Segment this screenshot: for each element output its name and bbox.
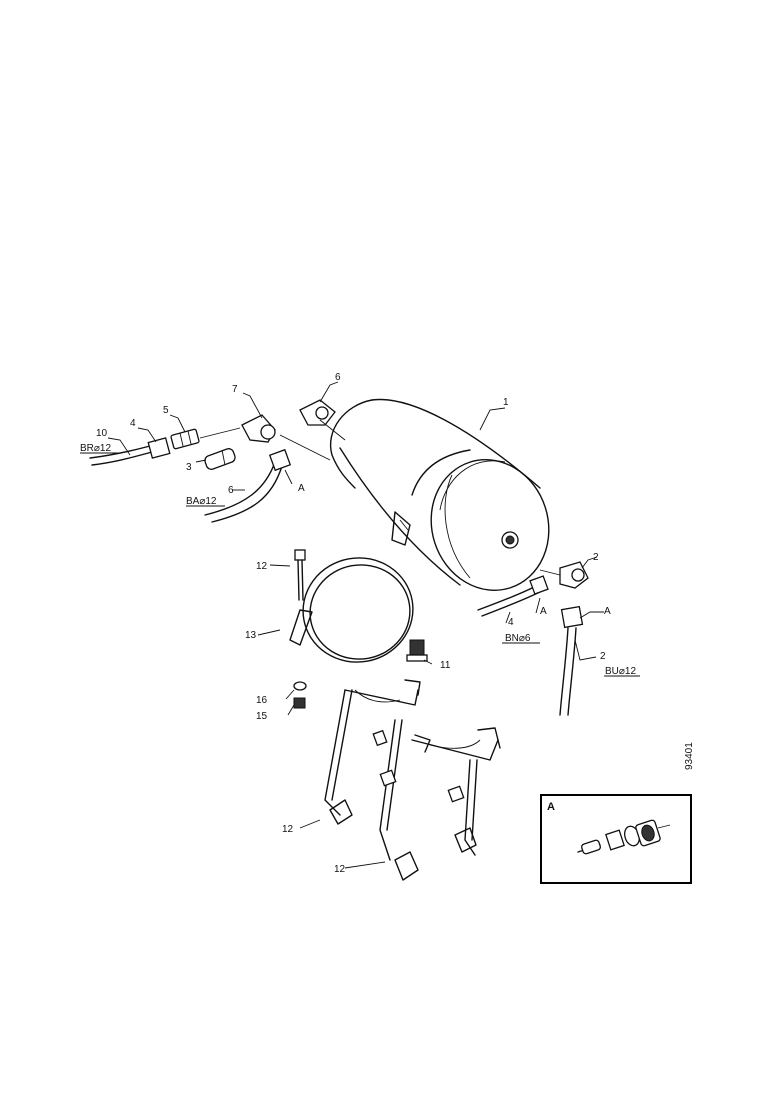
label-part-6-left: 6 [228,485,234,496]
detail-title: A [547,801,555,813]
detail-a-box: A [540,794,692,884]
pipe-br12 [89,445,153,466]
label-part-12-right: 12 [334,864,346,875]
label-part-4-left: 4 [130,418,136,429]
label-part-10: 10 [96,428,108,439]
fitting-part-2-lower [560,605,584,629]
label-part-16: 16 [256,695,268,706]
tension-band [289,557,414,663]
drain-valve-part-11 [406,639,428,662]
mounting-bracket-right [411,727,501,856]
label-part-2-upper: 2 [593,552,599,563]
detail-fittings [577,819,671,855]
label-part-5: 5 [163,405,169,416]
drain-plug [501,531,519,549]
drawing-reference-number: 93401 [684,742,695,770]
label-part-7: 7 [232,384,238,395]
label-part-15: 15 [256,711,268,722]
label-part-2-lower: 2 [600,651,606,662]
label-pipe-bu12: BU⌀12 [605,666,636,677]
elbow-part-7 [241,414,276,443]
label-part-13: 13 [245,630,257,641]
nut [293,697,306,709]
label-pipe-br12: BR⌀12 [80,443,111,454]
label-a-left: A [298,483,305,494]
washer [293,681,307,691]
label-a-right: A [604,606,611,617]
nipple-part-3-left [204,448,236,470]
mounting-bracket-left [324,679,421,881]
pipe-ba12 [204,448,292,523]
label-a-middle: A [540,606,547,617]
pipe-bn6 [477,575,549,617]
label-part-3: 3 [186,462,192,473]
union-part-5 [170,428,200,450]
nut-part-4-left [147,437,171,459]
bolt [294,549,306,601]
air-tank [329,398,550,591]
part-labels: 1 2 2 3 4 4 5 6 6 7 10 11 12 12 12 13 16… [80,372,636,875]
label-part-4-right: 4 [508,617,514,628]
fitting-part-2-upper [559,561,589,589]
label-part-12-left: 12 [282,824,294,835]
elbow-part-8 [299,399,336,426]
label-part-6-top: 6 [335,372,341,383]
label-part-1: 1 [503,397,509,408]
label-part-12-bolt: 12 [256,561,268,572]
pipe-bu12 [559,627,577,716]
label-part-11: 11 [440,660,451,671]
label-pipe-ba12: BA⌀12 [186,496,217,507]
leader-lines [80,381,640,869]
label-pipe-bn6: BN⌀6 [505,633,531,644]
